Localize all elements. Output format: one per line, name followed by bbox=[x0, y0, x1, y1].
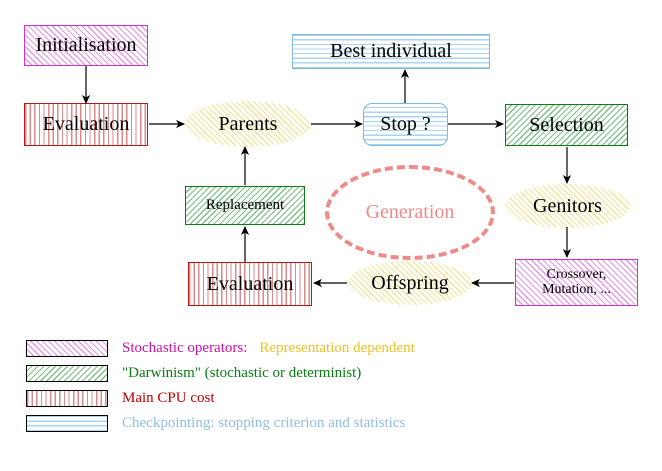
node-offspring[interactable]: Offspring bbox=[348, 261, 472, 305]
legend-label-representation: Representation dependent bbox=[259, 340, 415, 356]
node-selection-label: Selection bbox=[529, 113, 604, 136]
node-generation-label: Generation bbox=[365, 201, 455, 223]
node-evaluation-top[interactable]: Evaluation bbox=[24, 103, 148, 146]
node-evaluation-bottom-label: Evaluation bbox=[206, 272, 294, 295]
node-initialisation[interactable]: Initialisation bbox=[24, 25, 148, 66]
node-replacement-label: Replacement bbox=[205, 196, 285, 213]
node-evaluation-bottom[interactable]: Evaluation bbox=[188, 262, 312, 306]
legend-text-stochastic: Stochastic operators: Representation depe… bbox=[122, 340, 415, 357]
node-best-individual-label: Best individual bbox=[330, 40, 452, 62]
node-offspring-label: Offspring bbox=[371, 271, 449, 294]
node-evaluation-top-label: Evaluation bbox=[42, 113, 130, 135]
node-best-individual[interactable]: Best individual bbox=[292, 34, 490, 69]
legend-row-checkpointing: Checkpointing: stopping criterion and st… bbox=[0, 411, 662, 436]
legend-swatch-magenta bbox=[26, 340, 108, 357]
legend-row-cpu: Main CPU cost bbox=[0, 386, 662, 411]
node-parents-label: Parents bbox=[218, 112, 278, 135]
legend-label-darwinism: "Darwinism" (stochastic or determinist) bbox=[122, 365, 362, 381]
node-parents[interactable]: Parents bbox=[185, 101, 311, 147]
node-crossover-mutation[interactable]: Crossover, Mutation, ... bbox=[515, 259, 638, 306]
legend-row-stochastic: Stochastic operators: Representation depe… bbox=[0, 336, 662, 361]
node-genitors[interactable]: Genitors bbox=[505, 184, 630, 228]
node-generation: Generation bbox=[325, 165, 495, 260]
legend-swatch-red bbox=[26, 390, 108, 407]
node-stop[interactable]: Stop ? bbox=[363, 103, 448, 146]
legend-swatch-green bbox=[26, 365, 108, 382]
node-crossover-mutation-label: Crossover, Mutation, ... bbox=[542, 266, 611, 297]
node-genitors-label: Genitors bbox=[533, 194, 602, 217]
node-selection[interactable]: Selection bbox=[505, 104, 628, 146]
legend-row-darwinism: "Darwinism" (stochastic or determinist) bbox=[0, 361, 662, 386]
legend-label-stochastic: Stochastic operators: bbox=[122, 340, 248, 356]
legend-label-cpu: Main CPU cost bbox=[122, 390, 215, 406]
node-initialisation-label: Initialisation bbox=[35, 34, 137, 56]
legend-swatch-blue bbox=[26, 415, 108, 432]
legend: Stochastic operators: Representation depe… bbox=[0, 336, 662, 436]
node-replacement[interactable]: Replacement bbox=[185, 186, 305, 225]
node-stop-label: Stop ? bbox=[380, 113, 431, 135]
legend-label-checkpointing: Checkpointing: stopping criterion and st… bbox=[122, 415, 406, 431]
